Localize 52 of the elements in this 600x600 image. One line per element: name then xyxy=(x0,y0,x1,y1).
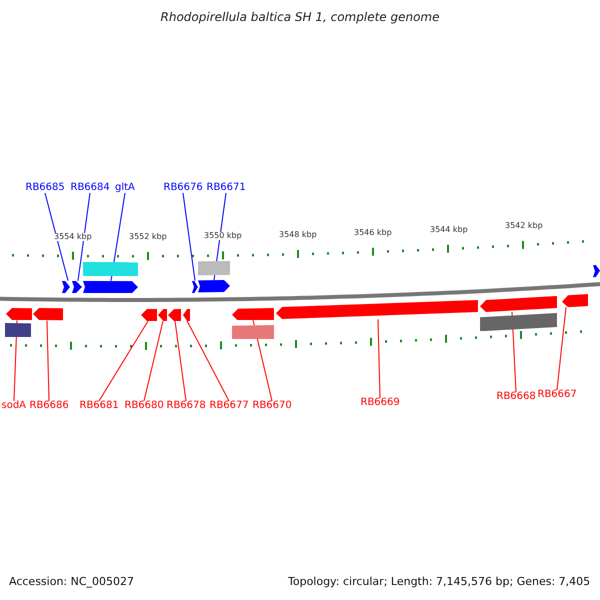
gene-feature xyxy=(158,308,167,321)
gene-label: RB6669 xyxy=(360,398,400,408)
scale-label: 3550 kbp xyxy=(204,232,242,240)
feature-bar xyxy=(480,312,557,332)
scale-label: 3554 kbp xyxy=(54,232,92,241)
feature-bar xyxy=(232,324,274,340)
gene-feature xyxy=(562,294,588,308)
gene-label: RB6685 xyxy=(26,183,65,193)
scale-label: 3548 kbp xyxy=(279,230,317,239)
gene-feature xyxy=(33,308,63,321)
footer-text: Topology: circular; Length: 7,145,576 bp; Genes: 7,405 xyxy=(288,576,590,587)
scale-label: 3544 kbp xyxy=(430,226,468,234)
gene-feature xyxy=(276,300,478,320)
gene-label: RB6684 xyxy=(70,183,110,193)
gene-label: RB6667 xyxy=(538,390,577,400)
leader-line xyxy=(78,192,90,282)
gene-label: RB6680 xyxy=(124,401,164,411)
scale-label: 3542 kbp xyxy=(505,222,543,230)
gene-feature xyxy=(480,296,557,312)
gene-feature xyxy=(183,308,190,321)
gene-feature xyxy=(168,308,181,321)
gene-label: RB6686 xyxy=(30,401,69,411)
gene-label: sodA xyxy=(2,401,26,411)
gene-feature xyxy=(6,308,32,320)
title: Rhodopirellula baltica SH 1, complete genome xyxy=(160,11,440,23)
leader-line xyxy=(556,306,566,390)
leader-line xyxy=(186,320,230,402)
gene-feature xyxy=(62,280,70,293)
leader-line xyxy=(98,320,148,402)
leader-line xyxy=(46,320,50,402)
gene-feature xyxy=(232,308,274,320)
scale-label: 3546 kbp xyxy=(354,228,392,237)
leader-line xyxy=(144,320,164,402)
feature-bar xyxy=(5,322,31,338)
leader-line xyxy=(378,318,380,398)
gene-feature xyxy=(593,265,600,278)
scale-label: 3552 kbp xyxy=(129,232,167,241)
footer-text: Accession: NC_005027 xyxy=(9,576,134,587)
gene-feature xyxy=(141,308,157,321)
leader-line xyxy=(44,192,68,282)
leader-line xyxy=(182,192,196,282)
leader-line xyxy=(174,320,186,402)
gene-label: gltA xyxy=(115,183,135,193)
gene-label: RB6670 xyxy=(252,401,292,411)
gene-label: RB6668 xyxy=(496,392,536,402)
gene-label: RB6671 xyxy=(206,183,246,193)
gene-label: RB6677 xyxy=(210,401,249,411)
feature-bar xyxy=(198,261,230,276)
feature-bar xyxy=(83,262,138,276)
gene-label: RB6681 xyxy=(80,401,119,411)
gene-label: RB6678 xyxy=(166,401,206,411)
gene-label: RB6676 xyxy=(164,183,203,193)
